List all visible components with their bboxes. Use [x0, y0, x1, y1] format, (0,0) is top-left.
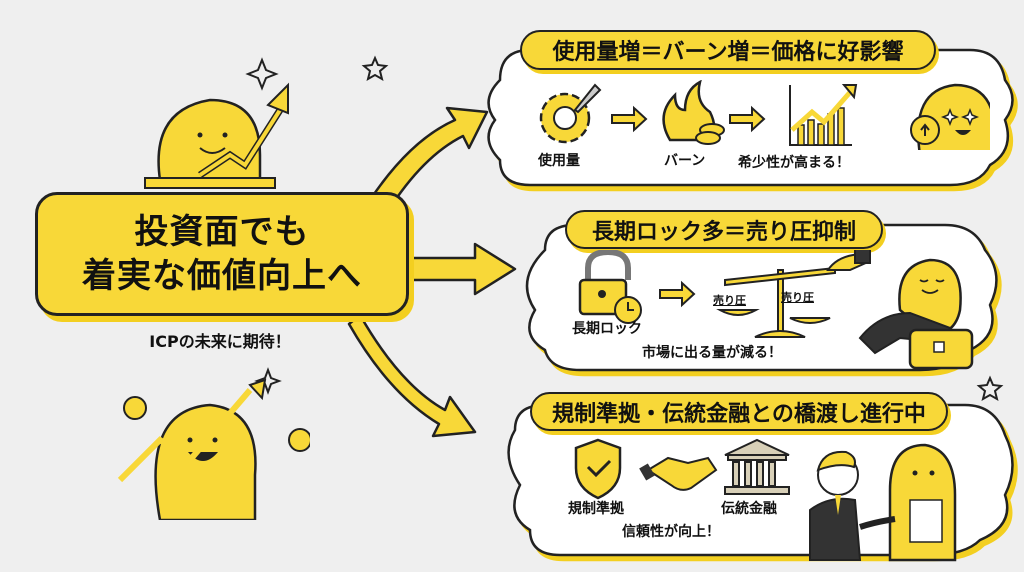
arrow-right-icon — [729, 105, 766, 133]
panel-1-icons — [539, 80, 990, 150]
star-icon — [976, 375, 1004, 402]
label-burn: バーン — [664, 153, 706, 169]
panel-3-caption: 信頼性が向上！ — [622, 524, 720, 540]
shield-check-icon — [574, 438, 622, 500]
businessman-handshake-character — [809, 443, 957, 562]
panel-3-title: 規制準拠・伝統金融との橋渡し進行中 — [530, 392, 948, 431]
cheering-character-top — [144, 82, 289, 189]
label-traditional-finance: 伝統金融 — [721, 501, 777, 517]
label-regulatory-compliance: 規制準拠 — [568, 501, 624, 517]
label-usage: 使用量 — [538, 153, 580, 169]
label-scarcity: 希少性が高まる！ — [738, 155, 850, 171]
main-headline-box: 投資面でも 着実な価値向上へ — [35, 192, 409, 316]
lock-clock-icon — [578, 250, 642, 324]
subtitle: ICPの未来に期待！ — [149, 332, 291, 351]
balance-scale-icon — [716, 250, 871, 338]
arrow-to-panel-2 — [403, 242, 517, 296]
label-sell-pressure-left: 売り圧 — [713, 294, 746, 307]
sparkle-icon — [245, 57, 279, 91]
headline-line-2: 着実な価値向上へ — [82, 256, 362, 296]
arrow-right-icon — [611, 105, 648, 133]
panel-1-title: 使用量増＝バーン増＝価格に好影響 — [520, 30, 936, 70]
label-sell-pressure-right: 売り圧 — [781, 291, 814, 304]
arrow-to-panel-1 — [368, 106, 489, 213]
arrow-to-panel-3 — [347, 313, 477, 438]
panel-2-icons — [578, 250, 974, 370]
relaxed-character-on-chest — [858, 258, 974, 370]
fire-coins-icon — [662, 80, 725, 145]
sparkle-icon — [254, 367, 282, 395]
happy-character-with-coin — [910, 83, 990, 150]
panel-3-icons — [574, 438, 957, 562]
coin-icon — [123, 396, 147, 420]
label-long-term-lock: 長期ロック — [572, 321, 642, 337]
coin-icon — [288, 428, 310, 452]
handshake-icon — [639, 456, 718, 491]
panel-2-caption: 市場に出る量が減る！ — [642, 345, 782, 361]
rising-chart-icon — [789, 84, 858, 146]
bank-icon — [724, 438, 790, 495]
panel-2-title: 長期ロック多＝売り圧抑制 — [565, 210, 883, 249]
star-icon — [361, 55, 389, 82]
headline-line-1: 投資面でも — [134, 212, 310, 252]
gear-rocket-icon — [539, 83, 602, 144]
cheering-character-bottom — [117, 378, 310, 520]
arrow-right-icon — [659, 280, 696, 308]
